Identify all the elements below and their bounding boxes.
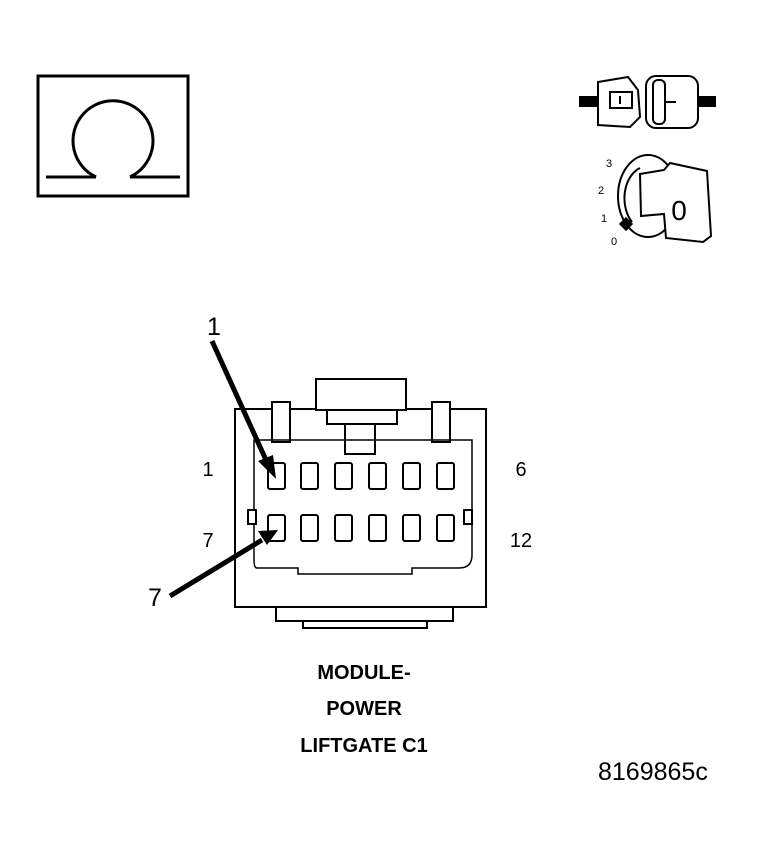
callout-1-label: 1 [207,313,221,341]
key-position-label: 0 [671,195,687,226]
caption-line-1: MODULE- [317,662,411,684]
position-label-3: 3 [606,158,612,170]
pin-7-label: 7 [202,530,213,552]
caption-line-3: LIFTGATE C1 [300,735,428,757]
pin-cavity-11 [402,514,421,542]
pin-cavity-6 [436,462,455,490]
pin-cavity-3 [334,462,353,490]
pin-cavity-8 [300,514,319,542]
callout-arrow-pin-1 [209,339,276,479]
ignition-off-icon: 3 2 1 0 0 [598,154,713,248]
caption-line-2: POWER [326,698,402,720]
ohm-icon [36,74,190,198]
callout-arrow-pin-7 [168,530,278,599]
pin-cavity-12 [436,514,455,542]
callout-7-label: 7 [148,584,162,612]
position-label-0: 0 [611,236,617,248]
disconnect-connector-icon [579,75,716,129]
pin-cavity-2 [300,462,319,490]
pin-cavity-9 [334,514,353,542]
pin-6-label: 6 [515,459,526,481]
pin-1-label: 1 [202,459,213,481]
pin-cavity-10 [368,514,387,542]
pin-cavity-5 [402,462,421,490]
figure-id: 8169865c [598,758,708,786]
position-label-1: 1 [601,213,607,225]
pin-cavity-4 [368,462,387,490]
pin-cavities [267,462,455,542]
pin-12-label: 12 [510,530,532,552]
connector-face [234,378,487,629]
position-label-2: 2 [598,185,604,197]
